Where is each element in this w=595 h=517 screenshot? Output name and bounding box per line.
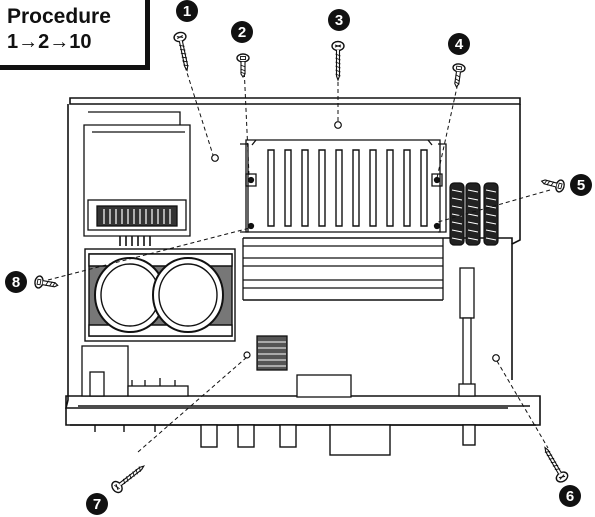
- callout-7: 7: [86, 493, 108, 515]
- callout-7-label: 7: [93, 496, 101, 513]
- mounting-holes: [211, 121, 500, 362]
- callouts: 1 2 3 4 5 6 7 8: [5, 0, 592, 515]
- callout-2: 2: [231, 21, 253, 43]
- callout-4-label: 4: [455, 36, 464, 53]
- coils: [449, 182, 499, 246]
- callout-4: 4: [448, 33, 470, 55]
- heat-sink: [240, 139, 447, 301]
- callout-3: 3: [328, 9, 350, 31]
- procedure-steps: 1→2→10: [7, 31, 92, 53]
- callout-8: 8: [5, 271, 27, 293]
- front-panel-jacks: [94, 424, 476, 456]
- leader-lines: [47, 54, 551, 453]
- circuit-board-components: [81, 267, 476, 398]
- callout-6: 6: [559, 485, 581, 507]
- callout-8-label: 8: [12, 274, 20, 291]
- procedure-box: Procedure 1→2→10: [0, 0, 150, 70]
- callout-5-label: 5: [577, 177, 585, 194]
- callout-3-label: 3: [335, 12, 343, 29]
- callout-2-label: 2: [238, 24, 246, 41]
- callout-6-label: 6: [566, 488, 574, 505]
- chassis-outline: [64, 97, 541, 426]
- callout-1-label: 1: [183, 3, 191, 20]
- capacitors: [84, 248, 236, 342]
- callout-1: 1: [176, 0, 198, 22]
- procedure-title: Procedure: [7, 5, 111, 28]
- transformer: [83, 111, 191, 246]
- callout-5: 5: [570, 174, 592, 196]
